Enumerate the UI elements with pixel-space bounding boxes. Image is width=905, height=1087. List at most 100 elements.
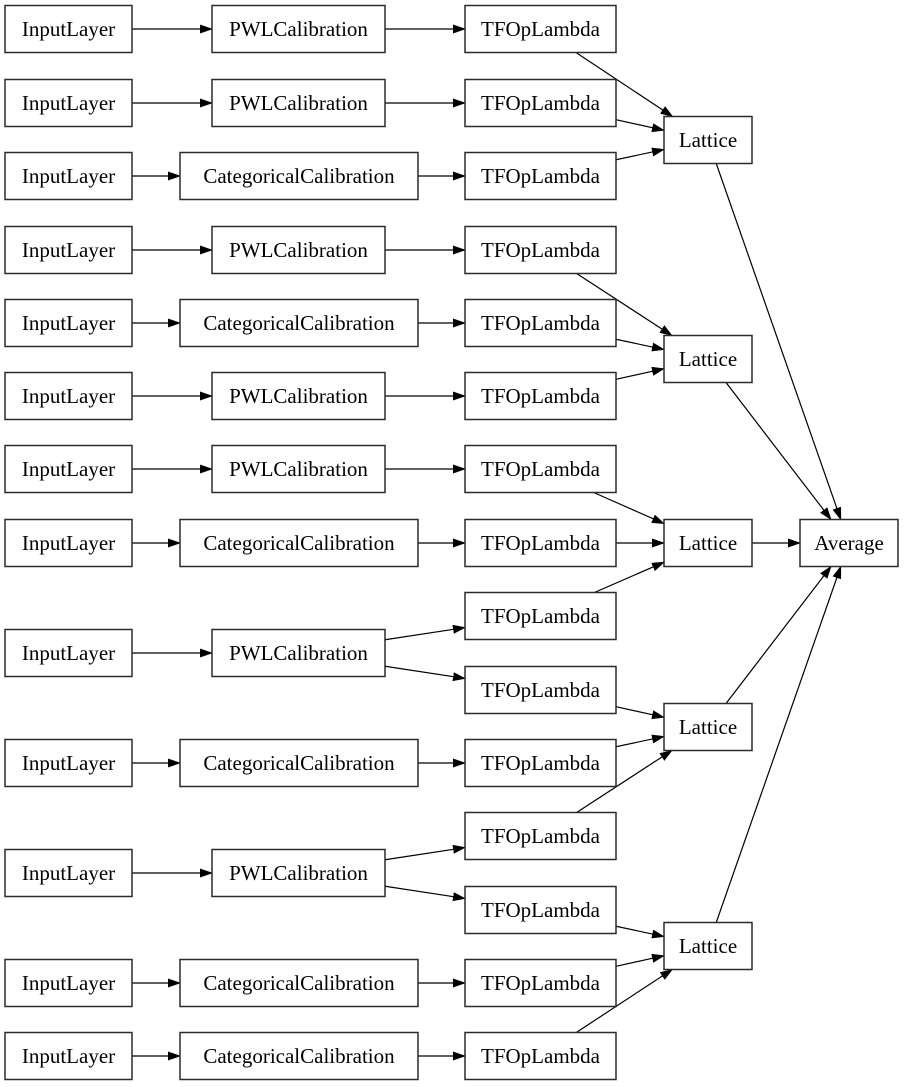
- node-label-pwl1: PWLCalibration: [229, 17, 368, 41]
- node-box-lat1: [663, 115, 753, 165]
- node-label-pwl4: PWLCalibration: [229, 384, 368, 408]
- node-tfl1: TFOpLambda: [464, 4, 617, 54]
- node-pwl2: PWLCalibration: [211, 78, 386, 128]
- node-box-tfl13: [464, 885, 617, 935]
- node-il8: InputLayer: [4, 518, 133, 568]
- node-box-cc4: [179, 738, 419, 788]
- node-label-lat5: Lattice: [679, 934, 737, 958]
- node-label-avg: Average: [814, 531, 884, 555]
- node-label-cc4: CategoricalCalibration: [203, 751, 395, 775]
- edge-tfl6-lat2: [615, 366, 665, 380]
- node-box-tfl5: [464, 298, 617, 348]
- node-label-il3: InputLayer: [22, 164, 115, 188]
- node-label-il1: InputLayer: [22, 17, 115, 41]
- node-tfl4: TFOpLambda: [464, 225, 617, 275]
- node-box-lat5: [663, 921, 753, 971]
- node-tfl7: TFOpLambda: [464, 444, 617, 494]
- node-il7: InputLayer: [4, 444, 133, 494]
- node-tfl13: TFOpLambda: [464, 885, 617, 935]
- node-il10: InputLayer: [4, 738, 133, 788]
- node-label-tfl11: TFOpLambda: [481, 751, 601, 775]
- node-label-tfl8: TFOpLambda: [481, 531, 601, 555]
- node-label-cc2: CategoricalCalibration: [203, 311, 395, 335]
- edge-pwl6-tfl10: [384, 665, 466, 682]
- node-box-tfl2: [464, 78, 617, 128]
- node-pwl4: PWLCalibration: [211, 371, 386, 421]
- node-label-tfl10: TFOpLambda: [481, 678, 601, 702]
- node-il5: InputLayer: [4, 298, 133, 348]
- node-box-pwl6: [211, 628, 386, 678]
- edges-layer: [132, 24, 842, 1061]
- node-pwl3: PWLCalibration: [211, 225, 386, 275]
- node-box-cc3: [179, 518, 419, 568]
- node-box-il12: [4, 958, 133, 1008]
- node-label-il8: InputLayer: [22, 531, 115, 555]
- node-box-tfl14: [464, 958, 617, 1008]
- node-box-il5: [4, 298, 133, 348]
- edge-tfl1-lat1: [575, 51, 674, 118]
- node-il13: InputLayer: [4, 1031, 133, 1081]
- node-label-il12: InputLayer: [22, 971, 115, 995]
- node-box-il6: [4, 371, 133, 421]
- node-label-tfl9: TFOpLambda: [481, 604, 601, 628]
- node-box-tfl11: [464, 738, 617, 788]
- edge-lat1-avg: [715, 163, 842, 521]
- node-il9: InputLayer: [4, 628, 133, 678]
- node-box-tfl8: [464, 518, 617, 568]
- node-box-cc5: [179, 958, 419, 1008]
- node-box-cc1: [179, 151, 419, 201]
- node-label-lat1: Lattice: [679, 128, 737, 152]
- node-box-il11: [4, 848, 133, 898]
- node-box-il4: [4, 225, 133, 275]
- edge-pwl7-tfl12: [384, 844, 466, 861]
- node-box-il13: [4, 1031, 133, 1081]
- node-box-tfl15: [464, 1031, 617, 1081]
- node-box-cc6: [179, 1031, 419, 1081]
- node-label-tfl7: TFOpLambda: [481, 457, 601, 481]
- node-box-il1: [4, 4, 133, 54]
- node-label-tfl14: TFOpLambda: [481, 971, 601, 995]
- node-il6: InputLayer: [4, 371, 133, 421]
- node-label-il11: InputLayer: [22, 861, 115, 885]
- node-cc1: CategoricalCalibration: [179, 151, 419, 201]
- node-il11: InputLayer: [4, 848, 133, 898]
- node-avg: Average: [799, 518, 899, 568]
- node-label-il7: InputLayer: [22, 457, 115, 481]
- node-lat3: Lattice: [663, 518, 753, 568]
- edge-pwl7-tfl13: [384, 885, 466, 902]
- node-il2: InputLayer: [4, 78, 133, 128]
- node-box-il9: [4, 628, 133, 678]
- node-box-pwl4: [211, 371, 386, 421]
- node-box-tfl6: [464, 371, 617, 421]
- edge-tfl4-lat2: [576, 272, 673, 337]
- node-box-pwl2: [211, 78, 386, 128]
- node-cc4: CategoricalCalibration: [179, 738, 419, 788]
- node-box-pwl3: [211, 225, 386, 275]
- node-label-il5: InputLayer: [22, 311, 115, 335]
- node-il1: InputLayer: [4, 4, 133, 54]
- node-tfl3: TFOpLambda: [464, 151, 617, 201]
- node-label-lat3: Lattice: [679, 531, 737, 555]
- node-cc2: CategoricalCalibration: [179, 298, 419, 348]
- node-label-tfl5: TFOpLambda: [481, 311, 601, 335]
- edge-lat2-avg: [725, 382, 832, 521]
- node-box-tfl9: [464, 591, 617, 641]
- node-box-pwl1: [211, 4, 386, 54]
- node-il12: InputLayer: [4, 958, 133, 1008]
- edge-tfl12-lat4: [576, 749, 673, 814]
- node-tfl15: TFOpLambda: [464, 1031, 617, 1081]
- node-label-pwl3: PWLCalibration: [229, 238, 368, 262]
- node-box-il2: [4, 78, 133, 128]
- node-label-lat2: Lattice: [679, 347, 737, 371]
- node-label-cc6: CategoricalCalibration: [203, 1044, 395, 1068]
- node-box-pwl7: [211, 848, 386, 898]
- node-box-lat2: [663, 334, 753, 384]
- edge-pwl6-tfl9: [384, 624, 466, 641]
- edge-tfl14-lat5: [615, 953, 665, 967]
- node-box-tfl3: [464, 151, 617, 201]
- node-il4: InputLayer: [4, 225, 133, 275]
- node-label-tfl15: TFOpLambda: [481, 1044, 601, 1068]
- edge-tfl7-lat3: [593, 491, 665, 525]
- node-lat2: Lattice: [663, 334, 753, 384]
